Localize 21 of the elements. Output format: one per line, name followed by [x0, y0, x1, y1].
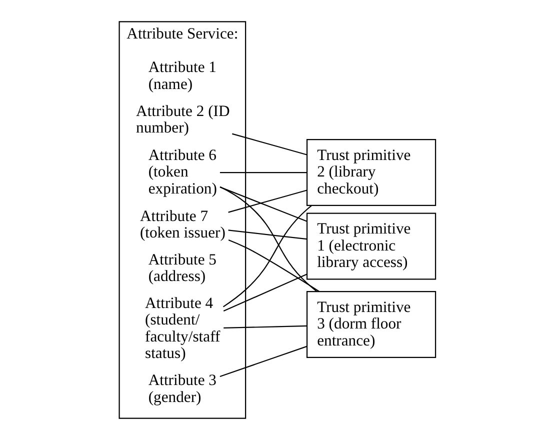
node-text: Attribute 7 (token issuer) — [140, 208, 226, 242]
node-text: Attribute 1 (name) — [148, 59, 216, 93]
connector — [220, 186, 307, 222]
connector — [220, 172, 307, 174]
node-box: Trust primitive 1 (electronic library access) — [306, 212, 436, 280]
connector — [223, 274, 308, 312]
connector — [220, 186, 318, 292]
connector — [224, 325, 307, 329]
connector — [228, 240, 320, 292]
node-box: Trust primitive 2 (library checkout) — [306, 138, 436, 206]
connector — [220, 346, 307, 378]
node-text: Attribute 3 (gender) — [148, 372, 216, 406]
connector — [228, 230, 307, 240]
connector — [232, 133, 307, 156]
node-text: Attribute 5 (address) — [148, 251, 216, 286]
node-text: Attribute 4 (student/ faculty/staff status) — [144, 294, 220, 362]
node-box: Trust primitive 3 (dorm floor entrance) — [306, 290, 436, 358]
node-text: Attribute 2 (ID number) — [136, 102, 230, 137]
connector — [222, 205, 312, 308]
node-text: Attribute 6 (token expiration) — [148, 146, 217, 198]
connector — [228, 190, 308, 213]
